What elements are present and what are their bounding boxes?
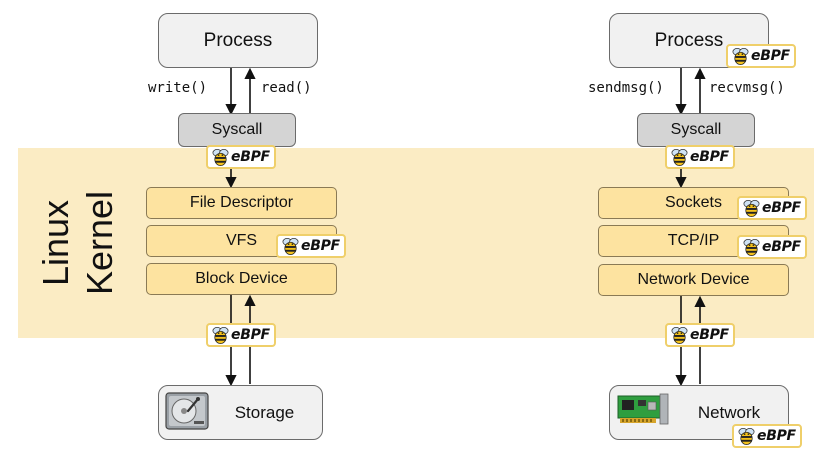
- ebpf-badge-left-syscall: eBPF: [206, 145, 276, 169]
- bee-icon: [281, 237, 300, 256]
- left-process-box: Process: [158, 13, 318, 68]
- ebpf-badge-label: eBPF: [762, 200, 801, 216]
- left-syscall-box: Syscall: [178, 113, 296, 147]
- left-layer-label: VFS: [225, 232, 258, 249]
- right-syscall-label: Syscall: [670, 121, 722, 138]
- left-layer-file-descriptor: File Descriptor: [146, 187, 337, 219]
- ebpf-badge-left-device: eBPF: [206, 323, 276, 347]
- ebpf-badge-label: eBPF: [690, 149, 729, 165]
- network-card-icon: [617, 393, 669, 425]
- bee-icon: [211, 326, 230, 345]
- left-storage-label: Storage: [234, 402, 295, 422]
- ebpf-badge-label: eBPF: [757, 428, 796, 444]
- bee-icon: [211, 148, 230, 167]
- bee-icon: [742, 199, 761, 218]
- ebpf-badge-right-device: eBPF: [665, 323, 735, 347]
- right-network-label: Network: [697, 402, 761, 422]
- ebpf-badge-label: eBPF: [762, 239, 801, 255]
- ebpf-badge-label: eBPF: [751, 48, 790, 64]
- bee-icon: [731, 47, 750, 66]
- bee-icon: [670, 326, 689, 345]
- right-layer-network-device: Network Device: [598, 264, 789, 296]
- right-layer-label: TCP/IP: [667, 232, 720, 249]
- right-layer-label: Sockets: [665, 194, 722, 211]
- ebpf-badge-label: eBPF: [231, 327, 270, 343]
- hard-drive-icon: [165, 392, 209, 430]
- right-recvmsg-call: recvmsg(): [709, 80, 785, 96]
- ebpf-badge-label: eBPF: [690, 327, 729, 343]
- bee-icon: [670, 148, 689, 167]
- right-syscall-box: Syscall: [637, 113, 755, 147]
- bee-icon: [737, 427, 756, 446]
- left-layer-label: File Descriptor: [189, 194, 294, 211]
- ebpf-badge-label: eBPF: [231, 149, 270, 165]
- left-process-label: Process: [203, 29, 273, 51]
- right-sendmsg-call: sendmsg(): [588, 80, 664, 96]
- ebpf-badge-right-process: eBPF: [726, 44, 796, 68]
- ebpf-badge-network: eBPF: [732, 424, 802, 448]
- left-read-call: read(): [261, 80, 312, 96]
- ebpf-badge-tcp-ip: eBPF: [737, 235, 807, 259]
- left-layer-label: Block Device: [195, 270, 288, 287]
- ebpf-badge-right-syscall: eBPF: [665, 145, 735, 169]
- bee-icon: [742, 238, 761, 257]
- left-layer-block-device: Block Device: [146, 263, 337, 295]
- left-syscall-label: Syscall: [211, 121, 263, 138]
- right-process-label: Process: [654, 29, 724, 51]
- right-layer-label: Network Device: [637, 271, 750, 288]
- ebpf-badge-vfs: eBPF: [276, 234, 346, 258]
- ebpf-badge-sockets: eBPF: [737, 196, 807, 220]
- ebpf-badge-label: eBPF: [301, 238, 340, 254]
- left-write-call: write(): [148, 80, 208, 96]
